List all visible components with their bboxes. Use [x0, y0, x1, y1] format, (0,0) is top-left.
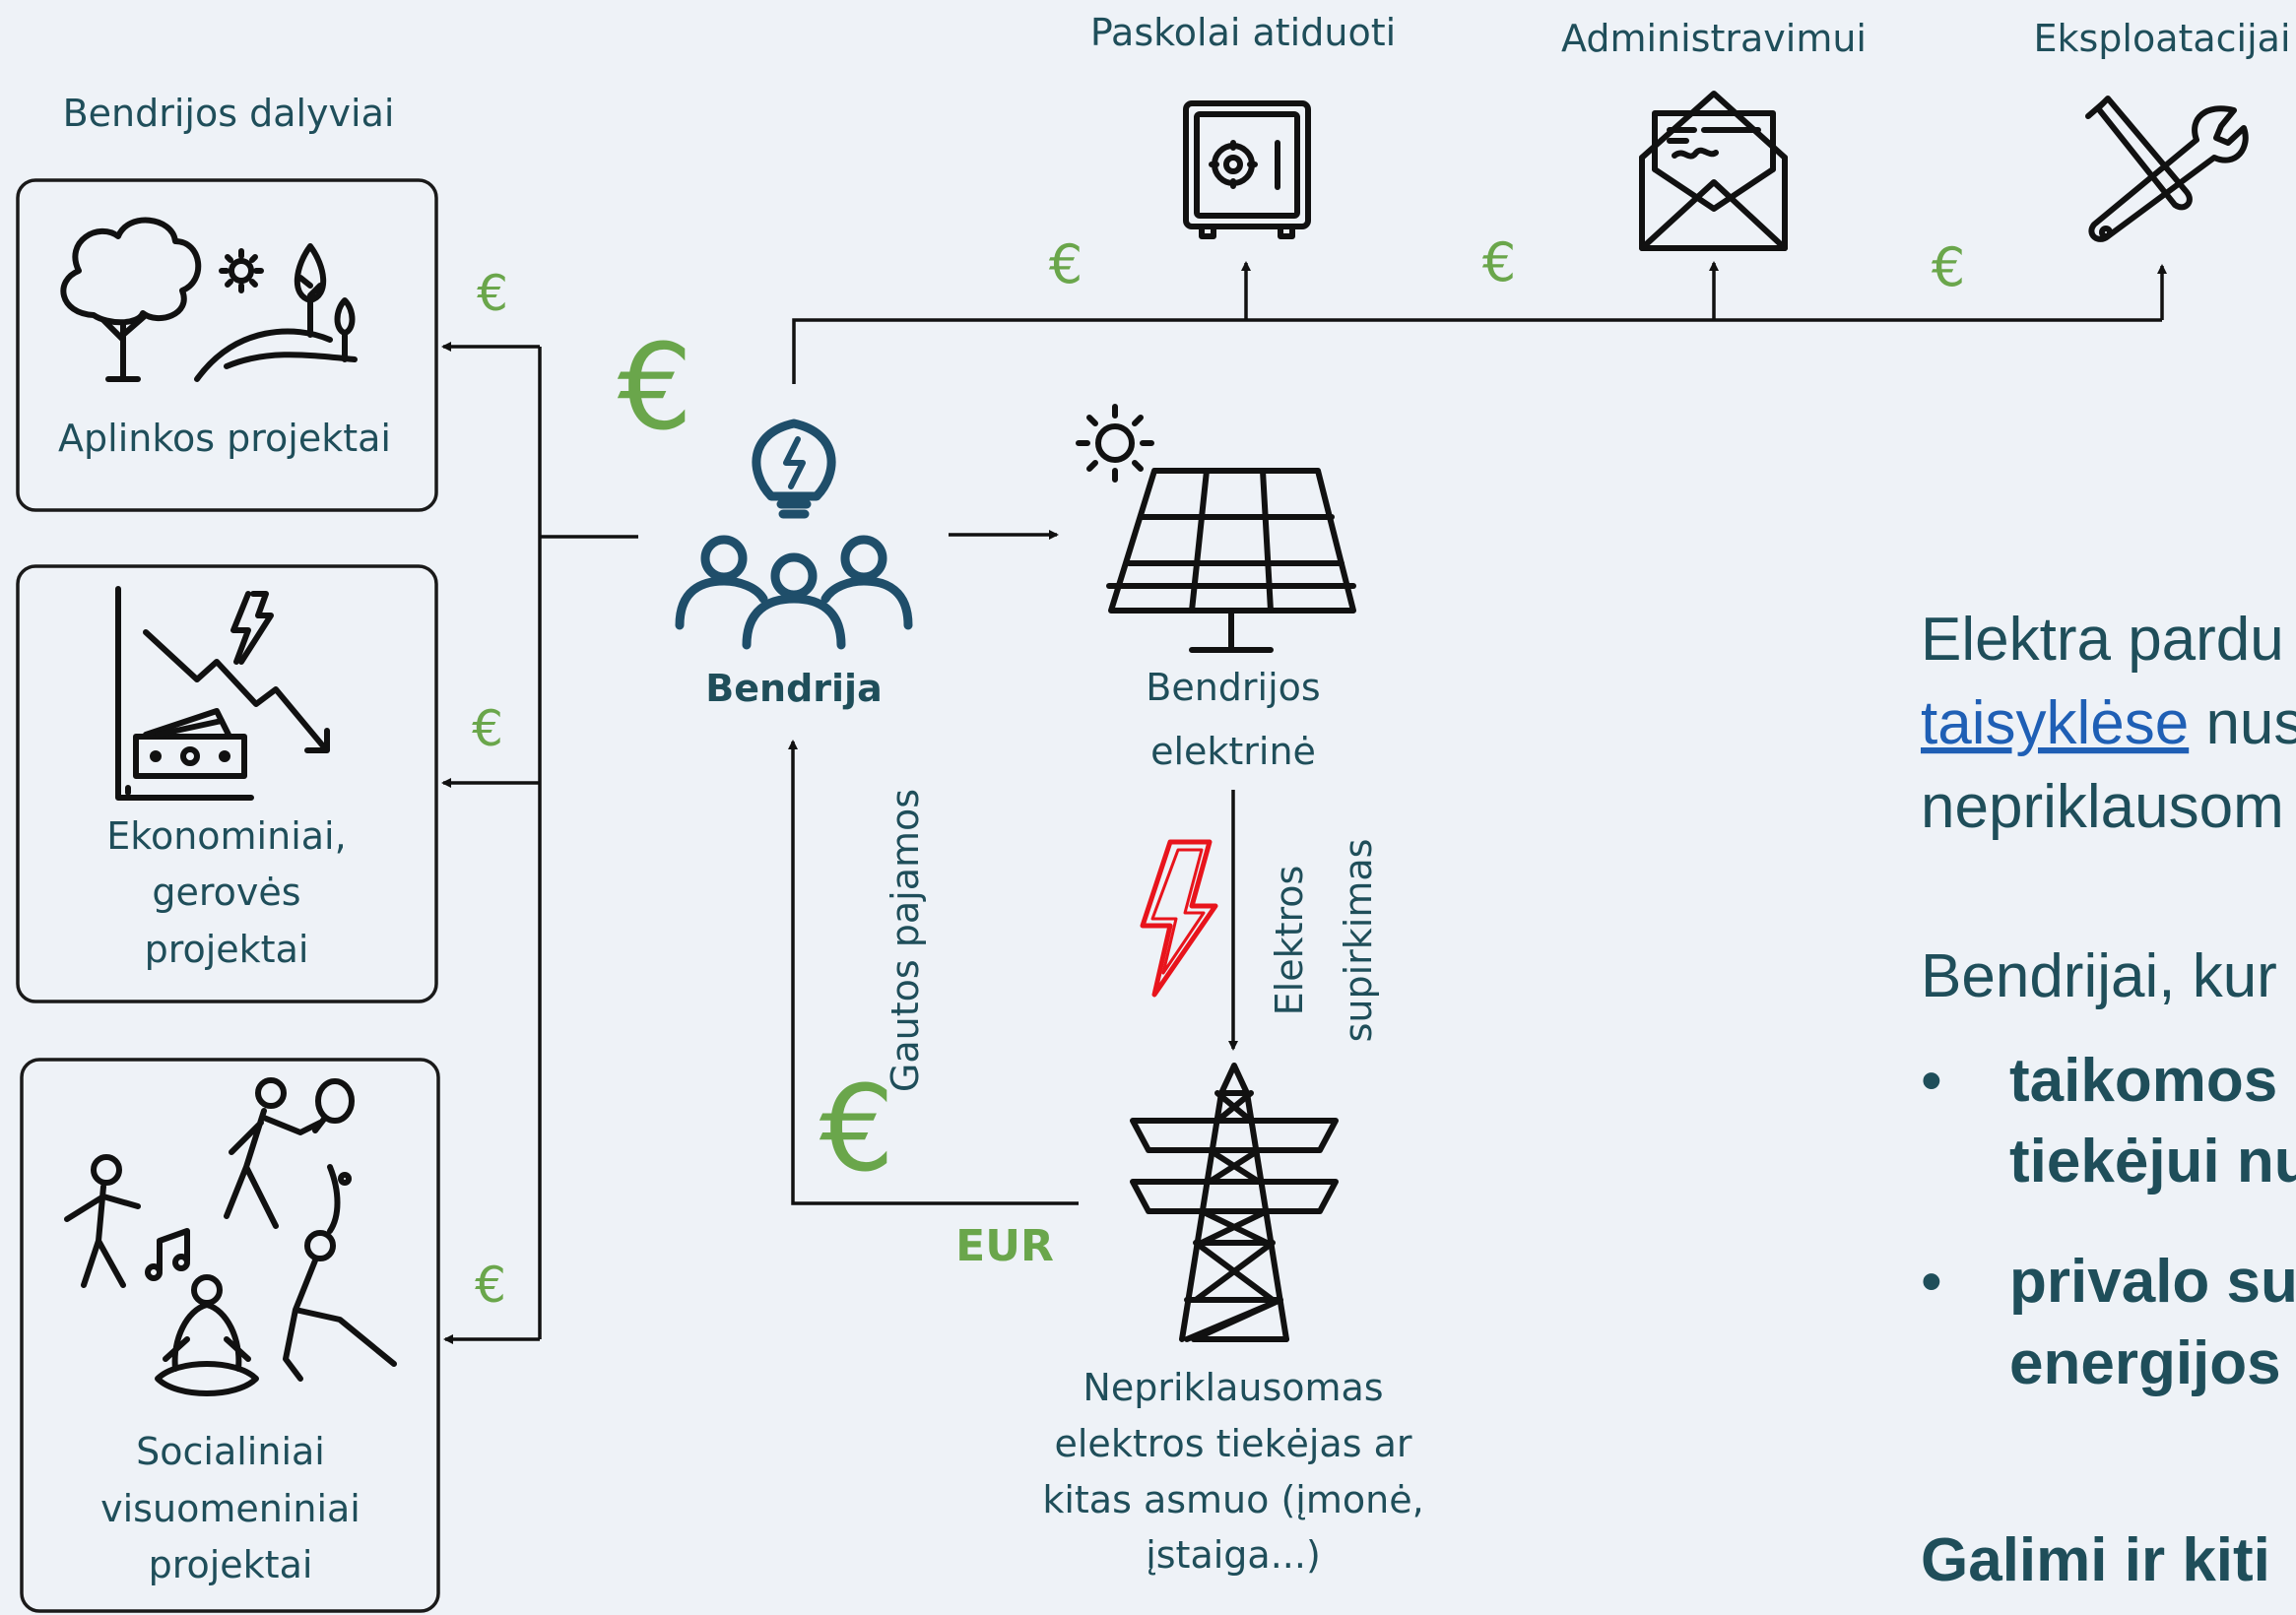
- b2-line1: privalo su: [2009, 1248, 2296, 1316]
- economy-chart-icon: [115, 586, 330, 801]
- admin-label: Administravimui: [1561, 17, 1867, 60]
- plant-label-1: Bendrijos: [1146, 666, 1320, 709]
- safe-icon: [1183, 100, 1311, 239]
- euro-social: €: [475, 1257, 506, 1314]
- euro-econ: €: [472, 700, 503, 757]
- euro-admin: €: [1482, 231, 1516, 293]
- bullet-1: •: [1921, 1047, 1942, 1115]
- right-text-panel: Elektra pardu taisyklėse nus nepriklauso…: [1921, 606, 2296, 1594]
- supplier-label-2: elektros tiekėjas ar: [1055, 1422, 1412, 1465]
- p1-line2: taisyklėse nus: [1921, 689, 2296, 757]
- supplier-label-3: kitas asmuo (įmonė,: [1042, 1478, 1423, 1521]
- participants-label: Bendrijos dalyviai: [63, 92, 395, 135]
- tree-landscape-icon: [60, 217, 358, 382]
- social-label-3: projektai: [149, 1543, 313, 1586]
- rules-link[interactable]: taisyklėse: [1921, 689, 2189, 757]
- social-label-2: visuomeniniai: [100, 1487, 361, 1530]
- envelope-icon: [1639, 91, 1788, 251]
- b2-line2: energijos: [2009, 1329, 2281, 1397]
- econ-label-3: projektai: [145, 928, 309, 971]
- operation-label: Eksploatacijai: [2033, 17, 2290, 60]
- env-projects-box: Aplinkos projektai: [16, 178, 438, 512]
- eur-label: EUR: [955, 1221, 1054, 1271]
- income-label: Gautos pajamos: [884, 789, 927, 1092]
- plant-label-2: elektrinė: [1150, 730, 1316, 773]
- solar-panel-icon: [1076, 404, 1356, 653]
- purchase-label-1: Elektros: [1268, 866, 1311, 1016]
- euro-operation: €: [1932, 236, 1965, 298]
- euro-loan: €: [1049, 233, 1082, 295]
- euro-community: €: [618, 320, 692, 457]
- supplier-label-4: įstaiga...): [1146, 1533, 1321, 1577]
- purchase-label-2: supirkimas: [1337, 839, 1380, 1043]
- supplier-to-community-arrow: [788, 740, 1079, 1205]
- social-projects-box: Socialiniai visuomeniniai projektai: [20, 1058, 440, 1613]
- tools-icon: [2085, 96, 2249, 242]
- bullet-2: •: [1921, 1248, 1942, 1316]
- p2-line: Bendrijai, kur: [1921, 942, 2277, 1010]
- community-label: Bendrija: [705, 667, 882, 710]
- euro-env: €: [477, 265, 508, 322]
- econ-projects-box: Ekonominiai, gerovės projektai: [16, 564, 438, 1003]
- supplier-label-1: Nepriklausomas: [1082, 1366, 1383, 1409]
- b1-line1: taikomos: [2009, 1047, 2277, 1115]
- lightning-icon: [1140, 839, 1218, 998]
- p1-line1: Elektra pardu: [1921, 606, 2284, 674]
- econ-label-1: Ekonominiai,: [106, 814, 346, 858]
- community-icon: [675, 419, 913, 650]
- b1-line2: tiekėjui nu: [2009, 1128, 2296, 1195]
- top-connectors: [792, 261, 2167, 384]
- bottom-line: Galimi ir kiti: [1921, 1526, 2270, 1594]
- p1-line2-rest: nus: [2189, 689, 2296, 757]
- distribution-connectors: [441, 342, 638, 1344]
- euro-income: €: [820, 1062, 894, 1198]
- pylon-icon: [1130, 1063, 1339, 1342]
- econ-label-2: gerovės: [152, 871, 300, 914]
- loan-label: Paskolai atiduoti: [1090, 11, 1396, 54]
- p1-line3: nepriklausom: [1921, 773, 2284, 841]
- env-projects-label: Aplinkos projektai: [58, 417, 391, 460]
- social-activities-icon: [64, 1077, 397, 1396]
- social-label-1: Socialiniai: [136, 1430, 325, 1473]
